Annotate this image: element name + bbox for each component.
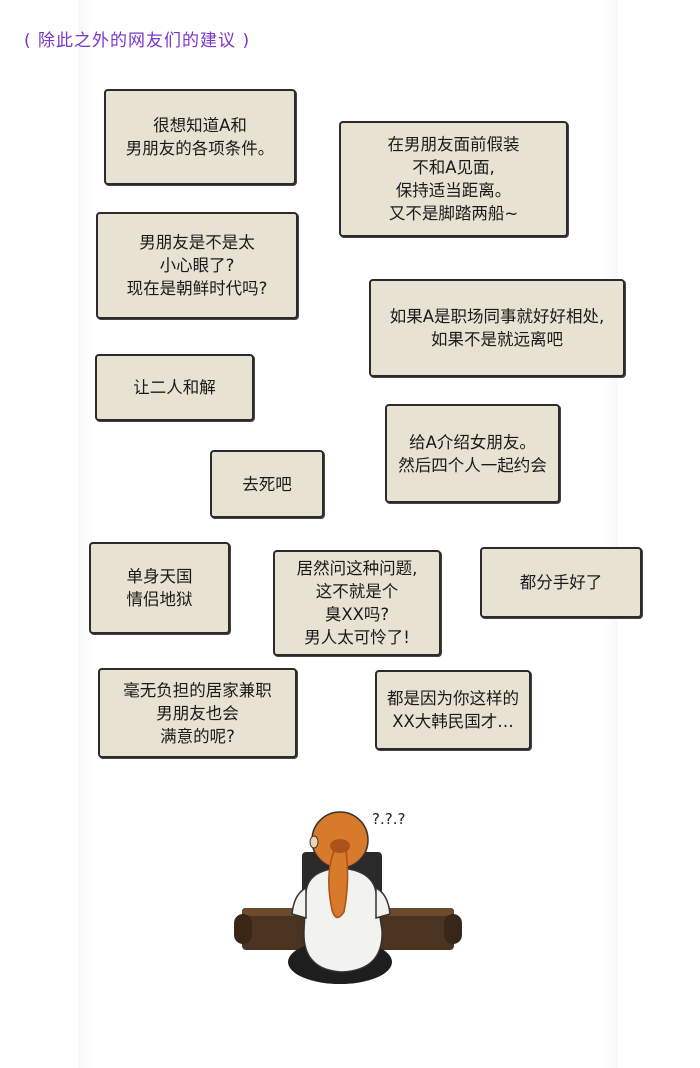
- hair-bun: [330, 839, 350, 853]
- bubble-text: 让二人和解: [133, 378, 216, 397]
- question-marks: ?.?.?: [372, 810, 405, 828]
- suggestion-bubble-12: 都是因为你这样的 XX大韩民国才…: [375, 670, 531, 750]
- ear: [309, 835, 319, 849]
- ponytail: [328, 845, 349, 919]
- suggestion-bubble-4: 如果A是职场同事就好好相处, 如果不是就远离吧: [369, 279, 625, 377]
- suggestion-bubble-9: 居然问这种问题, 这不就是个 臭XX吗? 男人太可怜了!: [273, 550, 441, 656]
- bubble-text: 在男朋友面前假装 不和A见面, 保持适当距离。 又不是脚踏两船~: [387, 135, 520, 223]
- suggestion-bubble-1: 很想知道A和 男朋友的各项条件。: [104, 89, 296, 185]
- bubble-text: 毫无负担的居家兼职 男朋友也会 满意的呢?: [123, 680, 272, 746]
- bubble-text: 男朋友是不是太 小心眼了? 现在是朝鲜时代吗?: [126, 233, 268, 298]
- bubble-text: 给A介绍女朋友。 然后四个人一起约会: [398, 432, 547, 475]
- bubble-text: 居然问这种问题, 这不就是个 臭XX吗? 男人太可怜了!: [296, 559, 418, 647]
- bubble-text: 去死吧: [242, 474, 292, 494]
- bubble-text: 都分手好了: [519, 573, 603, 592]
- bubble-text: 如果A是职场同事就好好相处, 如果不是就远离吧: [389, 307, 605, 349]
- suggestion-bubble-8: 单身天国 情侣地狱: [89, 542, 230, 634]
- bubble-text: 单身天国 情侣地狱: [126, 567, 193, 609]
- girl-at-desk-illustration: ?.?.?: [234, 810, 462, 984]
- bubble-text: 很想知道A和 男朋友的各项条件。: [125, 116, 275, 158]
- suggestion-bubble-5: 让二人和解: [95, 354, 254, 421]
- suggestion-bubble-7: 去死吧: [210, 450, 324, 518]
- suggestion-bubble-3: 男朋友是不是太 小心眼了? 现在是朝鲜时代吗?: [96, 212, 298, 319]
- header-note: ( 除此之外的网友们的建议 ): [24, 31, 251, 51]
- shirt: [303, 867, 383, 973]
- bubble-text: 都是因为你这样的 XX大韩民国才…: [387, 689, 519, 731]
- suggestion-bubble-11: 毫无负担的居家兼职 男朋友也会 满意的呢?: [98, 668, 297, 758]
- suggestion-bubble-6: 给A介绍女朋友。 然后四个人一起约会: [385, 404, 560, 503]
- right-sleeve: [375, 886, 391, 919]
- suggestion-bubble-10: 都分手好了: [480, 547, 642, 618]
- suggestion-bubble-2: 在男朋友面前假装 不和A见面, 保持适当距离。 又不是脚踏两船~: [339, 121, 568, 237]
- left-sleeve: [291, 886, 307, 919]
